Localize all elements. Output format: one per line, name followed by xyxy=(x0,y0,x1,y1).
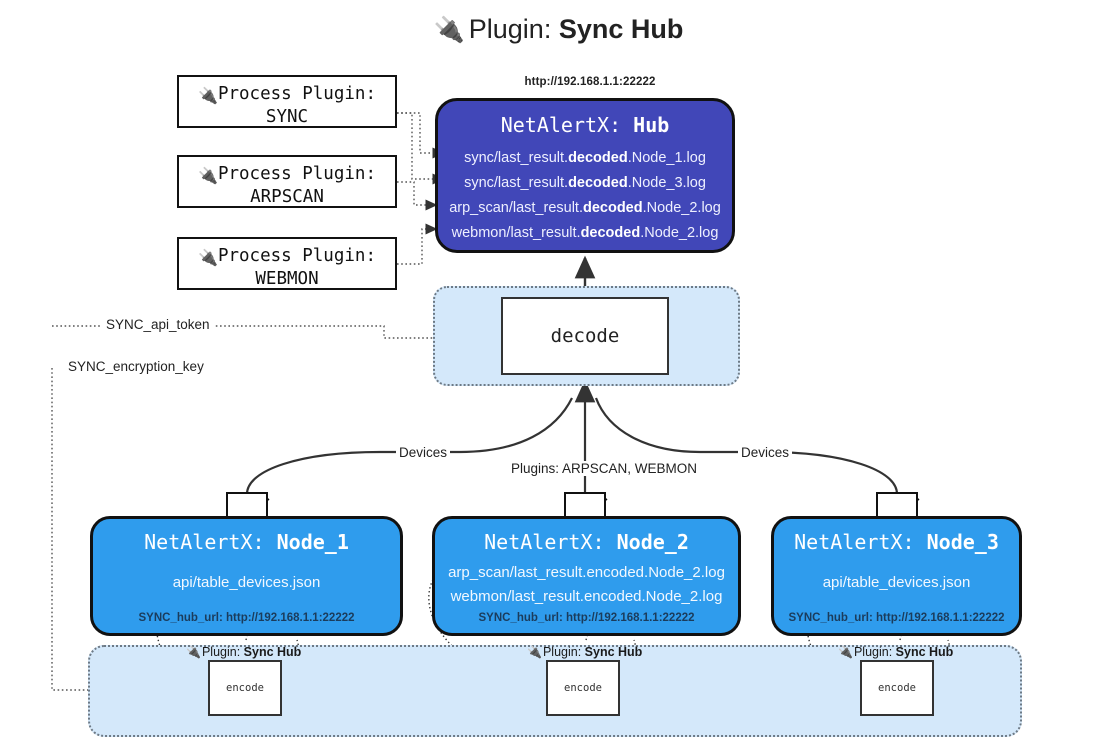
node-hub-url: SYNC_hub_url: http://192.168.1.1:22222 xyxy=(138,612,355,624)
node-log-line: arp_scan/last_result.encoded.Node_2.log xyxy=(448,564,725,581)
node-title: NetAlertX: Node_3 xyxy=(794,530,999,554)
edge-label-plugins-center: Plugins: ARPSCAN, WEBMON xyxy=(508,461,701,476)
node-log-line: api/table_devices.json xyxy=(172,574,321,591)
edge-label-devices-right: Devices xyxy=(738,445,793,460)
label-sync-encryption-key: SYNC_encryption_key xyxy=(64,359,208,374)
title-prefix: Plugin: xyxy=(468,14,552,44)
plug-icon: 🔌 xyxy=(198,86,218,105)
node-hub-url: SYNC_hub_url: http://192.168.1.1:22222 xyxy=(788,612,1005,624)
edge-label-devices-left: Devices xyxy=(396,445,451,460)
process-plugin-sync-box[interactable]: 🔌Process Plugin: SYNC xyxy=(177,75,397,128)
plug-icon: 🔌 xyxy=(198,248,218,267)
wire-arpscan-to-hub-log3 xyxy=(397,181,438,211)
node-title: NetAlertX: Node_1 xyxy=(144,530,349,554)
process-plugin-webmon-box[interactable]: 🔌Process Plugin: WEBMON xyxy=(177,237,397,290)
plug-icon: 🔌 xyxy=(433,16,465,44)
node-log-line: api/table_devices.json xyxy=(822,574,971,591)
wire-webmon-to-hub-log4 xyxy=(397,223,438,265)
process-plugin-label: Process Plugin: xyxy=(217,246,376,266)
decode-box[interactable]: decode xyxy=(501,297,669,375)
band-plugin-label-1: 🔌Plugin: Sync Hub xyxy=(186,645,302,659)
encode-box-node-1[interactable]: encode xyxy=(208,660,282,716)
process-plugin-name: WEBMON xyxy=(255,269,319,290)
page-title: 🔌Plugin: Sync Hub xyxy=(0,14,1117,45)
hub-log-line: webmon/last_result.decoded.Node_2.log xyxy=(451,224,719,241)
hub-log-line: sync/last_result.decoded.Node_1.log xyxy=(464,150,706,166)
hub-log-line: sync/last_result.decoded.Node_3.log xyxy=(464,174,706,191)
node-log-line: webmon/last_result.encoded.Node_2.log xyxy=(450,588,723,606)
process-plugin-label: Process Plugin: xyxy=(217,84,376,104)
band-plugin-label-2: 🔌Plugin: Sync Hub xyxy=(527,645,643,659)
hub-box[interactable]: NetAlertX: Hub sync/last_result.decoded.… xyxy=(435,98,735,253)
title-name: Sync Hub xyxy=(558,14,684,44)
plug-icon: 🔌 xyxy=(186,645,201,659)
node-title: NetAlertX: Node_2 xyxy=(484,530,689,554)
node-card-node-2[interactable]: NetAlertX: Node_2 arp_scan/last_result.e… xyxy=(432,516,741,636)
plug-icon: 🔌 xyxy=(198,166,218,185)
node-card-node-1[interactable]: NetAlertX: Node_1 api/table_devices.json… xyxy=(90,516,403,636)
plug-icon: 🔌 xyxy=(838,645,853,659)
hub-title: NetAlertX: Hub xyxy=(438,113,732,137)
encode-box-node-2[interactable]: encode xyxy=(546,660,620,716)
process-plugin-name: ARPSCAN xyxy=(250,187,324,208)
hub-title-name: Hub xyxy=(633,113,670,137)
plug-icon: 🔌 xyxy=(527,645,542,659)
process-plugin-arpscan-box[interactable]: 🔌Process Plugin: ARPSCAN xyxy=(177,155,397,208)
node-card-node-3[interactable]: NetAlertX: Node_3 api/table_devices.json… xyxy=(771,516,1022,636)
node-hub-url: SYNC_hub_url: http://192.168.1.1:22222 xyxy=(478,612,695,624)
label-sync-api-token: SYNC_api_token xyxy=(102,317,214,332)
hub-log-line: arp_scan/last_result.decoded.Node_2.log xyxy=(449,199,721,216)
encode-box-node-3[interactable]: encode xyxy=(860,660,934,716)
process-plugin-label: Process Plugin: xyxy=(217,164,376,184)
band-plugin-label-3: 🔌Plugin: Sync Hub xyxy=(838,645,954,659)
process-plugin-name: SYNC xyxy=(265,107,309,128)
hub-title-prefix: NetAlertX: xyxy=(500,113,622,137)
hub-url-label: http://192.168.1.1:22222 xyxy=(524,76,656,88)
